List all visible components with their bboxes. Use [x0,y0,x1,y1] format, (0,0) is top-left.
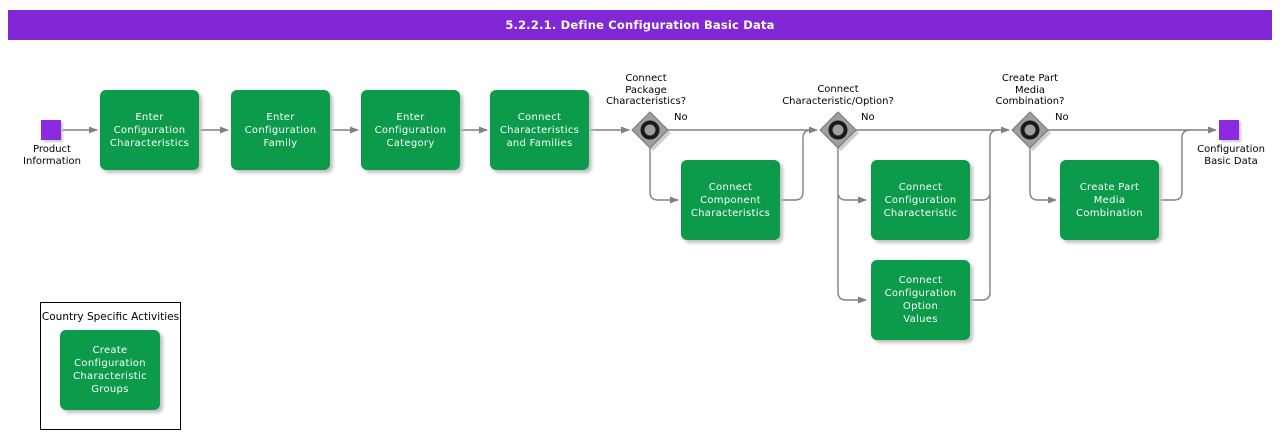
task-connect-configuration-characteristic[interactable]: Connect Configuration Characteristic [871,160,970,240]
title-banner: 5.2.2.1. Define Configuration Basic Data [8,10,1272,40]
end-event-label: Configuration Basic Data [1197,144,1265,167]
start-event-node [41,120,61,140]
start-event-label: Product Information [23,144,81,167]
task-connect-characteristics-and-families[interactable]: Connect Characteristics and Families [490,90,589,170]
flow-gateway3-task8 [1029,148,1057,204]
flow-task6-return [970,129,999,201]
task-create-part-media-combination[interactable]: Create Part Media Combination [1060,160,1159,240]
gateway2-question: Connect Characteristic/Option? [782,84,894,107]
task-connect-component-characteristics[interactable]: Connect Component Characteristics [681,160,780,240]
gateway3-no-label: No [1055,112,1069,123]
flow-gateway2-task6 [837,148,867,204]
flow-task8-return [1159,129,1191,201]
task-enter-configuration-characteristics[interactable]: Enter Configuration Characteristics [100,90,199,170]
gateway1-question: Connect Package Characteristics? [605,73,687,107]
gateway1-diamond-icon [631,111,671,151]
gateway2-diamond-icon [819,111,859,151]
end-event-node [1219,120,1239,140]
task-enter-configuration-category[interactable]: Enter Configuration Category [361,90,460,170]
gateway3-diamond-icon [1011,111,1051,151]
task-connect-configuration-option-values[interactable]: Connect Configuration Option Values [871,260,970,340]
gateway2-no-label: No [861,112,875,123]
flow-gateway1-task5 [649,148,679,204]
flow-task7-return [970,195,991,301]
page-title: 5.2.2.1. Define Configuration Basic Data [505,18,775,32]
task-create-configuration-characteristic-groups[interactable]: Create Configuration Characteristic Grou… [60,330,160,410]
flow-gateway2-task7 [837,195,867,304]
sequence-flows [61,126,1217,304]
flow-task5-return [780,129,812,201]
country-box-title: Country Specific Activities [41,311,180,323]
task-enter-configuration-family[interactable]: Enter Configuration Family [231,90,330,170]
gateway1-no-label: No [674,112,688,123]
gateway3-question: Create Part Media Combination? [995,73,1065,107]
